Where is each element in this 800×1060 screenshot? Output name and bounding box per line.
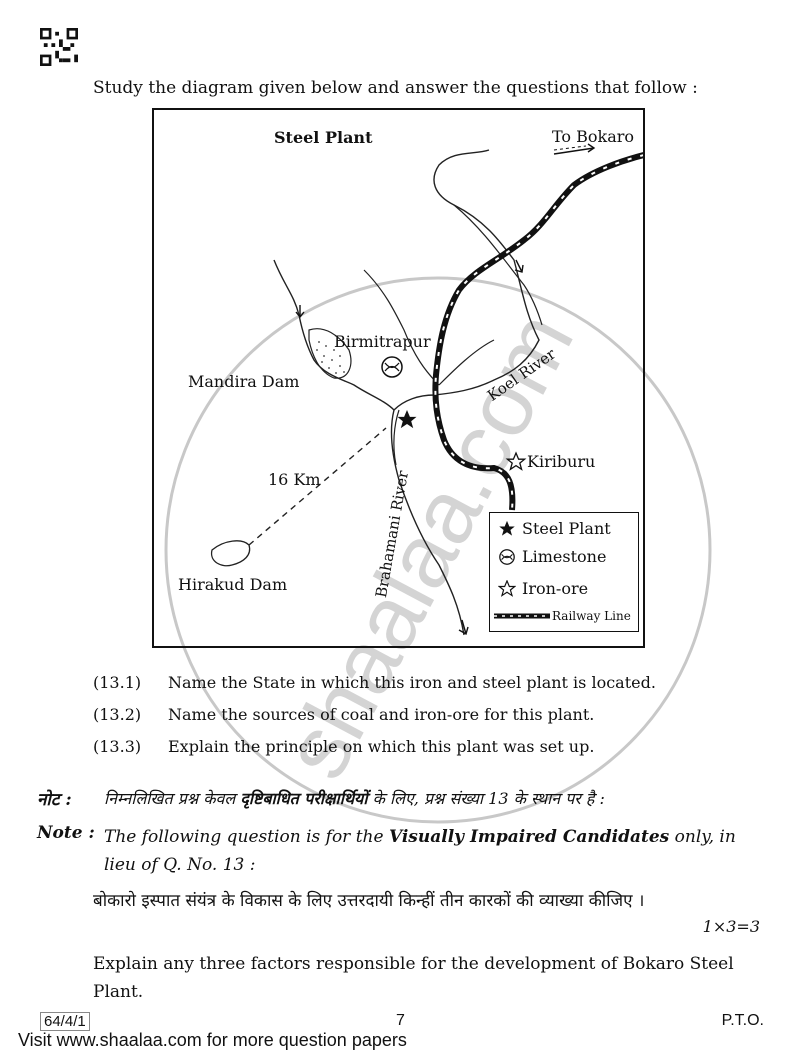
question-english: Explain any three factors responsible fo…	[93, 954, 734, 1002]
birmitrapur-label: Birmitrapur	[334, 332, 431, 351]
note-text-english: The following question is for the Visual…	[104, 823, 744, 879]
mandira-dam-label: Mandira Dam	[188, 372, 300, 391]
question-text: Explain the principle on which this plan…	[168, 737, 595, 756]
question-hindi: बोकारो इस्पात संयंत्र के विकास के लिए उत…	[93, 891, 645, 911]
legend-limestone-icon	[499, 548, 515, 565]
legend-limestone-label: Limestone	[522, 547, 607, 566]
visit-link[interactable]: Visit www.shaalaa.com for more question …	[18, 1030, 407, 1050]
intro-text: Study the diagram given below and answer…	[93, 78, 698, 98]
page-number: 7	[396, 1012, 405, 1029]
map-diagram: Steel Plant To Bokaro Birmitrapur Mandir…	[152, 108, 645, 648]
question-number: (13.2)	[93, 705, 142, 724]
question-13-1: (13.1) Name the State in which this iron …	[93, 673, 656, 692]
kiriburu-label: Kiriburu	[527, 452, 596, 471]
legend-iron-ore-icon	[498, 579, 516, 597]
legend-iron-ore-label: Iron-ore	[522, 579, 589, 598]
marks: 1×3=3	[702, 917, 760, 936]
note-english-pre: The following question is for the	[104, 827, 389, 847]
question-number: (13.3)	[93, 737, 142, 756]
note-label-english: Note :	[37, 823, 95, 843]
note-hindi-pre: निम्नलिखित प्रश्न केवल	[104, 789, 241, 808]
legend-railway-icon	[494, 613, 550, 619]
question-13-2: (13.2) Name the sources of coal and iron-…	[93, 705, 594, 724]
question-number: (13.1)	[93, 673, 142, 692]
legend-steel-plant-icon	[499, 520, 515, 536]
to-bokaro-label: To Bokaro	[552, 127, 635, 146]
paper-code: 64/4/1	[40, 1012, 90, 1031]
limestone-icon	[381, 356, 403, 378]
hirakud-dam-label: Hirakud Dam	[178, 575, 288, 594]
question-text: Name the State in which this iron and st…	[168, 673, 656, 692]
iron-ore-star-icon	[505, 451, 527, 471]
note-hindi-bold: दृष्टिबाधित परीक्षार्थियों	[240, 789, 368, 808]
note-english-bold: Visually Impaired Candidates	[388, 827, 670, 847]
note-text-hindi: निम्नलिखित प्रश्न केवल दृष्टिबाधित परीक्…	[104, 787, 605, 809]
pto-label: P.T.O.	[721, 1012, 764, 1029]
map-legend: Steel Plant Limestone Iron-ore Railway L…	[489, 512, 639, 632]
map-drawing	[210, 143, 643, 636]
legend-steel-plant-label: Steel Plant	[522, 519, 611, 538]
map-title: Steel Plant	[274, 128, 373, 147]
steel-plant-star-icon	[397, 410, 417, 429]
question-text: Name the sources of coal and iron-ore fo…	[168, 705, 595, 724]
qr-code-icon	[40, 28, 78, 66]
note-hindi-post: के लिए, प्रश्न संख्या 13 के स्थान पर है …	[367, 789, 605, 808]
distance-label: 16 Km	[268, 470, 321, 489]
note-label-hindi: नोट :	[37, 790, 72, 810]
question-13-3: (13.3) Explain the principle on which thi…	[93, 737, 594, 756]
note-english-post: only, in lieu of Q. No. 13 :	[104, 827, 736, 875]
legend-railway-label: Railway Line	[552, 609, 631, 623]
